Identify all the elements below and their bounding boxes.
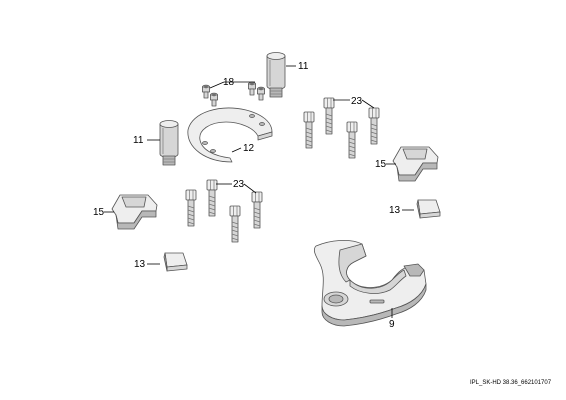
callout-11-left: 11	[133, 135, 144, 146]
callout-11-top: 11	[298, 61, 309, 72]
pad-part-right	[416, 199, 441, 219]
callout-23-mid: 23	[233, 179, 245, 190]
callout-18: 18	[223, 77, 235, 88]
pad-part-left	[163, 252, 188, 272]
callout-15-left: 15	[93, 207, 105, 218]
callout-9: 9	[389, 319, 395, 330]
callout-12: 12	[243, 143, 255, 154]
spacer-part-left	[159, 120, 179, 166]
mounting-plate	[187, 107, 273, 163]
callout-23-top: 23	[351, 96, 363, 107]
spacer-part-top	[266, 52, 286, 98]
bracket-part-left	[111, 194, 158, 230]
document-reference: IPL_SK-HD 38.36_662101707	[470, 380, 552, 386]
bracket-part-right	[392, 146, 439, 182]
callout-13-left: 13	[134, 259, 146, 270]
callout-15-right: 15	[375, 159, 387, 170]
caliper-housing	[313, 240, 427, 327]
leader-12	[231, 147, 242, 153]
bolt-group-top	[303, 97, 380, 159]
callout-13-right: 13	[389, 205, 401, 216]
